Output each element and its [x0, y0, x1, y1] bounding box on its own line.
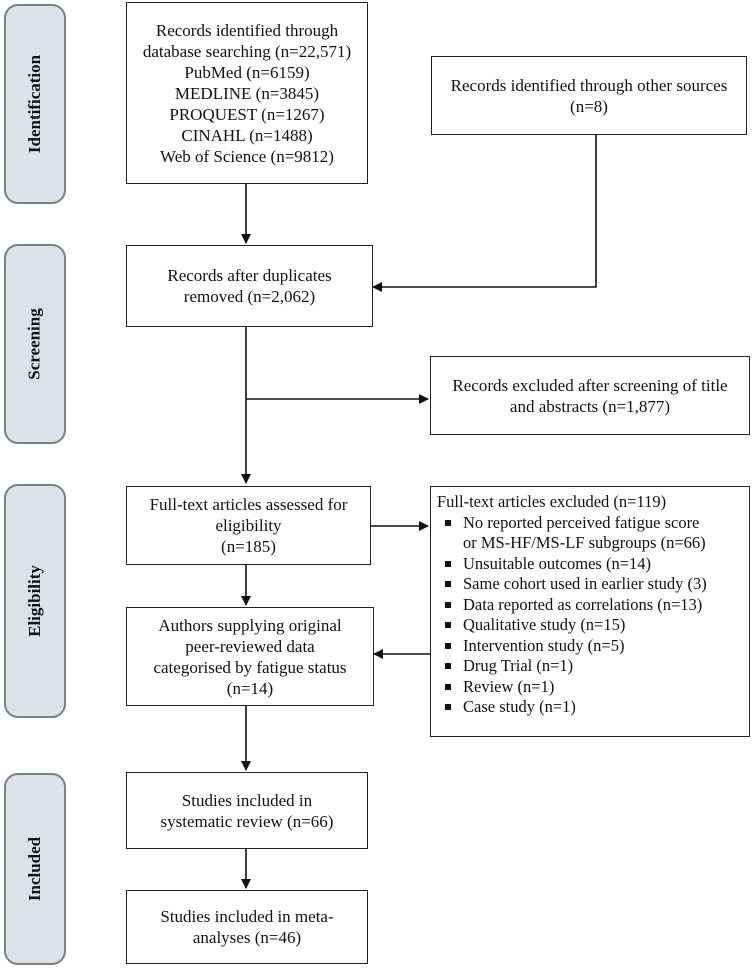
meta-analyses-line: analyses (n=46) [192, 928, 302, 947]
authors-supplying-line: categorised by fatigue status [153, 657, 347, 677]
database-search-line: Web of Science (n=9812) [160, 146, 334, 166]
exclusion-reason-text: Drug Trial (n=1) [463, 656, 574, 675]
other-sources-line: Records identified through other sources [450, 75, 728, 95]
authors-supplying-line: peer-reviewed data [185, 636, 315, 656]
exclusion-reason-text: Unsuitable outcomes (n=14) [463, 553, 652, 573]
exclusion-reason: Data reported as correlations (n=13) [437, 595, 745, 616]
other-sources-line: (n=8) [570, 96, 608, 116]
phase-included: Included [4, 773, 66, 965]
full-text-assessed-line: (n=185) [221, 537, 276, 556]
systematic-review-line: Studies included in [181, 790, 313, 810]
exclusion-reason: No reported perceived fatigue score or M… [437, 513, 745, 554]
database-search-line: PROQUEST (n=1267) [169, 104, 325, 124]
excluded-screening-line: and abstracts (n=1,877) [509, 396, 671, 416]
exclusion-reason-text: or MS-HF/MS-LF subgroups (n=66) [463, 533, 706, 552]
after-duplicates-line: removed (n=2,062) [183, 287, 316, 306]
exclusion-reason-text: Qualitative study (n=15) [463, 615, 626, 634]
box-after-duplicates: Records after duplicates removed (n=2,06… [126, 245, 373, 327]
exclusion-reason: Case study (n=1) [437, 697, 745, 718]
phase-eligibility: Eligibility [4, 484, 66, 718]
exclusion-reason-text: Review (n=1) [463, 676, 555, 696]
exclusion-reason-text: Intervention study (n=5) [463, 635, 625, 655]
exclusion-reason: Drug Trial (n=1) [437, 656, 745, 677]
exclusion-reason: Intervention study (n=5) [437, 636, 745, 657]
exclusion-reason: Qualitative study (n=15) [437, 615, 745, 636]
full-text-excluded-heading: Full-text articles excluded (n=119) [437, 492, 667, 511]
box-excluded-screening: Records excluded after screening of titl… [430, 356, 750, 435]
database-search-line: MEDLINE (n=3845) [174, 83, 320, 103]
authors-supplying-line: (n=14) [226, 678, 274, 698]
database-search-line: CINAHL (n=1488) [181, 125, 313, 145]
exclusion-reason: Unsuitable outcomes (n=14) [437, 554, 745, 575]
box-full-text-excluded: Full-text articles excluded (n=119) No r… [430, 486, 750, 737]
meta-analyses-line: Studies included in meta- [160, 907, 334, 926]
box-authors-supplying: Authors supplying original peer-reviewed… [126, 607, 374, 706]
exclusion-reason: Review (n=1) [437, 677, 745, 698]
phase-screening: Screening [4, 244, 66, 444]
systematic-review-line: systematic review (n=66) [160, 811, 334, 831]
box-systematic-review: Studies included in systematic review (n… [126, 772, 368, 849]
exclusion-reason-text: No reported perceived fatigue score [463, 512, 700, 532]
after-duplicates-line: Records after duplicates [167, 266, 332, 285]
excluded-screening-line: Records excluded after screening of titl… [452, 375, 728, 395]
exclusion-reasons-list: No reported perceived fatigue score or M… [437, 513, 745, 718]
exclusion-reason-text: Same cohort used in earlier study (3) [463, 574, 707, 593]
exclusion-reason: Same cohort used in earlier study (3) [437, 574, 745, 595]
authors-supplying-line: Authors supplying original [158, 615, 342, 635]
exclusion-reason-text: Data reported as correlations (n=13) [463, 594, 703, 614]
full-text-assessed-line: Full-text articles assessed for [149, 495, 348, 514]
arrow-other-to-duplicates [372, 134, 597, 292]
database-search-line: Records identified through [155, 20, 339, 40]
box-full-text-assessed: Full-text articles assessed for eligibil… [126, 486, 371, 565]
database-search-line: PubMed (n=6159) [184, 62, 310, 82]
box-other-sources: Records identified through other sources… [431, 56, 747, 135]
box-database-search: Records identified through database sear… [126, 2, 368, 184]
phase-identification: Identification [4, 4, 66, 204]
database-search-line: database searching (n=22,571) [142, 41, 352, 61]
exclusion-reason-text: Case study (n=1) [463, 697, 576, 716]
box-meta-analyses: Studies included in meta- analyses (n=46… [126, 890, 368, 964]
full-text-assessed-line: eligibility [215, 516, 282, 535]
